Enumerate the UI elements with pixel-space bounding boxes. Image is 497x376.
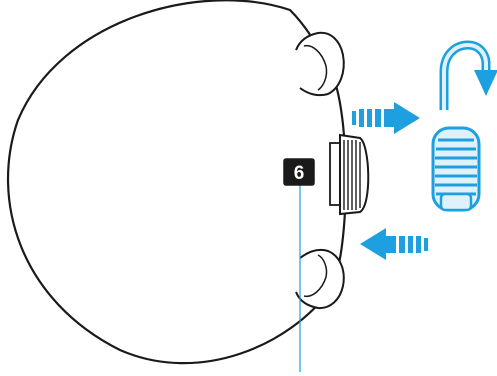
callout-number: 6 [294, 163, 305, 184]
callout-number-box: 6 [283, 158, 315, 186]
watch-case [6, 0, 347, 365]
crown-icon [329, 133, 370, 216]
lower-pusher [295, 248, 345, 310]
curved-down-arrow-icon [439, 40, 497, 110]
right-arrow-icon [352, 102, 420, 134]
left-arrow-icon [360, 228, 428, 260]
watch-case-outline [6, 0, 347, 365]
detached-crown [431, 126, 481, 212]
upper-pusher [295, 31, 345, 97]
